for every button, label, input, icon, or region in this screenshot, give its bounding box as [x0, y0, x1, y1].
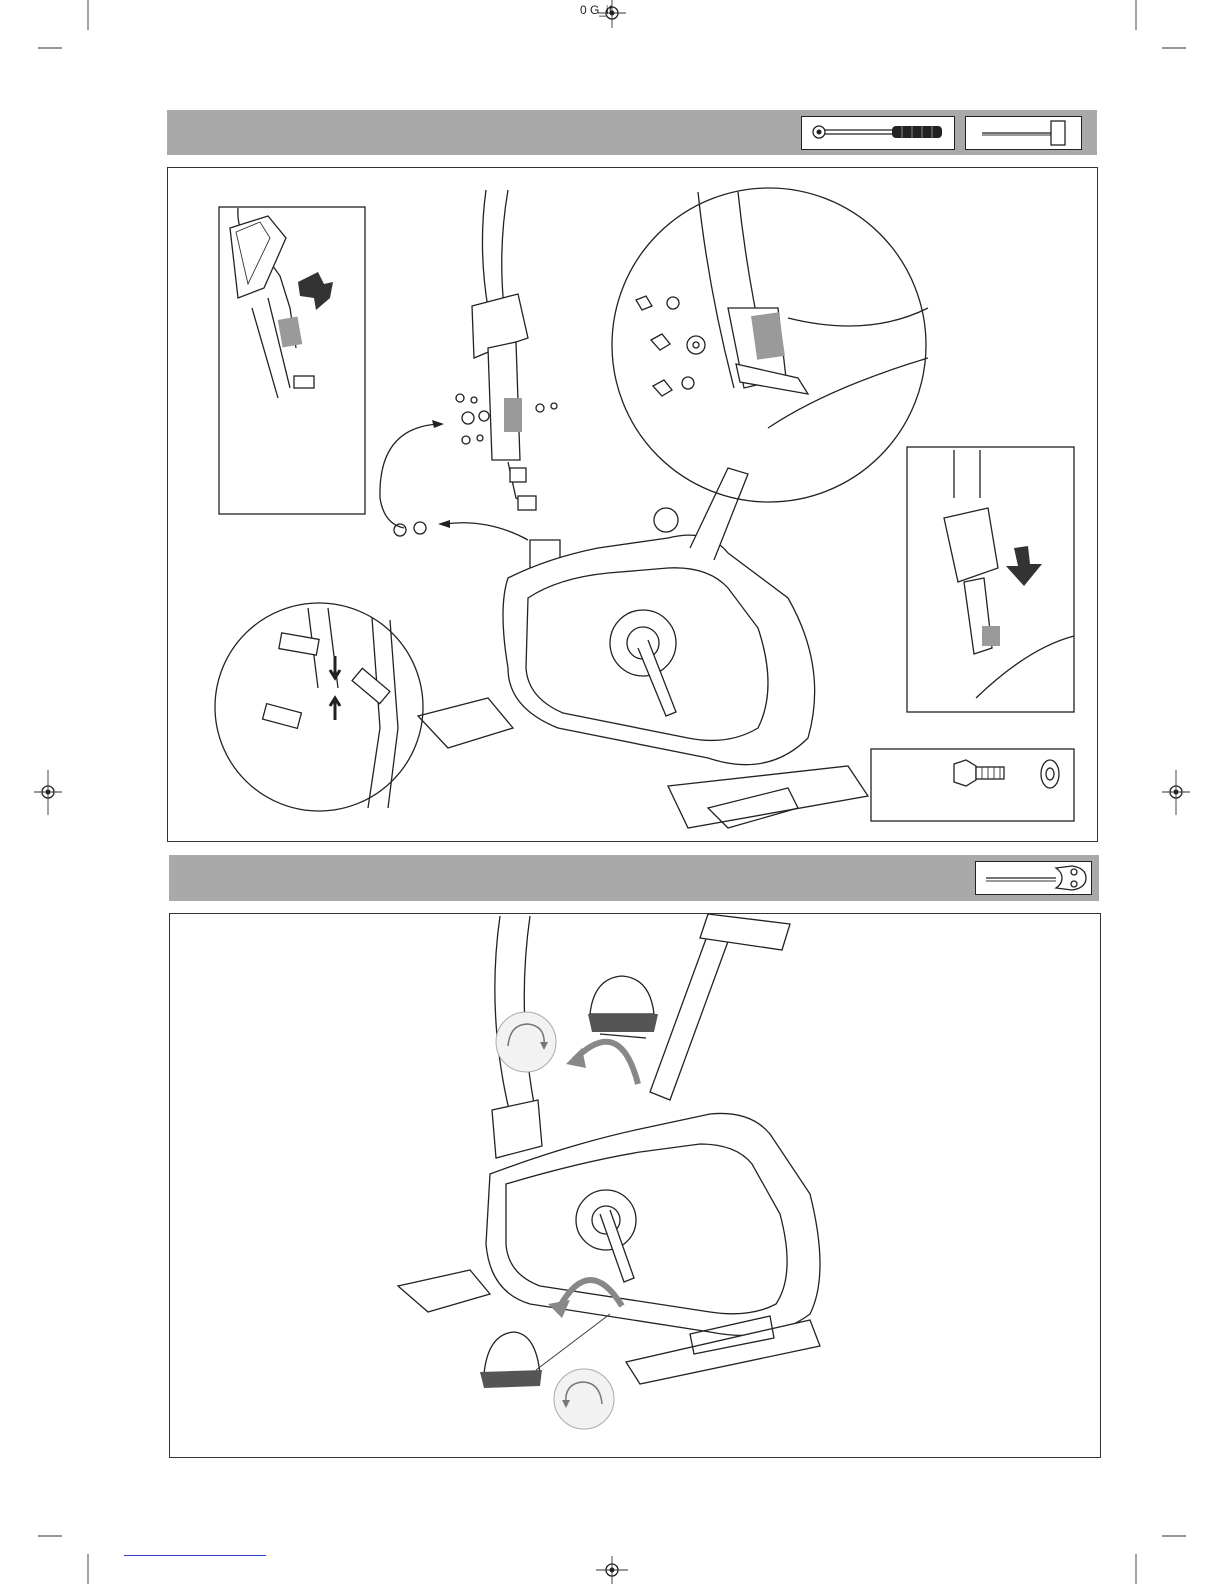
cable-connector-inset: [215, 603, 423, 811]
allen-key-wrench-icon: [802, 117, 954, 149]
step2-header-bar: [169, 855, 1099, 901]
exploded-bolts: [394, 394, 557, 536]
counterclockwise-rotation-icon: [554, 1369, 614, 1429]
pedal-wrench-tool: [975, 861, 1092, 895]
hex-bolt-icon: [954, 760, 1004, 786]
parts-inset: [871, 749, 1074, 821]
bolt-detail-magnified-inset: [612, 188, 928, 502]
pedal-wrench-icon: [976, 862, 1091, 894]
down-arrow-icon: [1006, 546, 1042, 586]
step2-pedal-panel: [169, 913, 1101, 1458]
allen-key-wrench-tool: [801, 116, 955, 150]
up-arrow-icon: [298, 272, 333, 310]
t-handle-hex-key-tool: [965, 116, 1082, 150]
clockwise-rotation-icon: [496, 1012, 556, 1072]
right-pedal: [588, 976, 658, 1038]
cover-slide-down-inset: [907, 447, 1074, 712]
cover-slide-up-inset: [219, 207, 365, 514]
step2-pedal-illustration: [170, 914, 1100, 1457]
connect-down-arrow-icon: [330, 656, 340, 678]
bolt-set: [636, 296, 705, 396]
step1-assembly-panel: [167, 167, 1098, 842]
t-handle-hex-key-icon: [966, 117, 1081, 149]
step1-header-bar: [167, 110, 1097, 155]
washer-icon: [1041, 760, 1059, 788]
step1-assembly-illustration: [168, 168, 1096, 840]
footer-link-underline: [124, 1555, 266, 1556]
connect-up-arrow-icon: [330, 698, 340, 720]
